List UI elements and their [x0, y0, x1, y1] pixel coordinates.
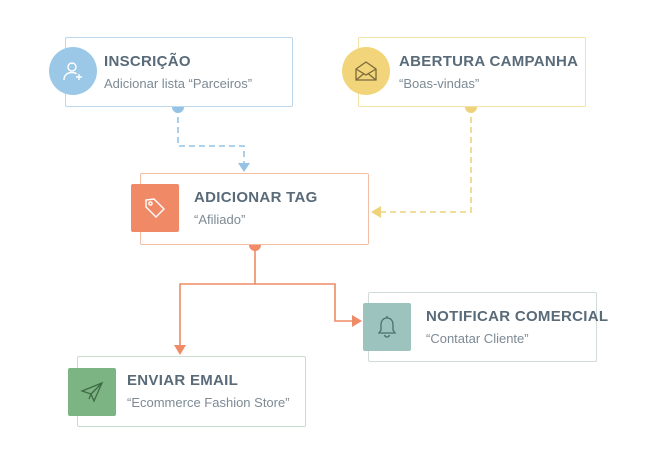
node-subtitle: “Ecommerce Fashion Store” [127, 395, 290, 410]
node-subtitle: Adicionar lista “Parceiros” [104, 76, 253, 91]
paper-plane-icon [68, 368, 116, 416]
node-enviar-email[interactable]: ENVIAR EMAIL “Ecommerce Fashion Store” [68, 356, 306, 427]
connector-tag-to-notificar [255, 283, 352, 322]
connector-arrow-inscricao [238, 163, 250, 172]
tag-icon [131, 184, 179, 232]
node-subtitle: “Contatar Cliente” [426, 331, 529, 346]
envelope-icon [342, 47, 390, 95]
node-title: ABERTURA CAMPANHA [399, 53, 579, 70]
node-subtitle: “Afiliado” [194, 212, 246, 227]
node-title: ENVIAR EMAIL [127, 372, 239, 389]
node-inscricao[interactable]: INSCRIÇÃO Adicionar lista “Parceiros” [49, 37, 293, 107]
node-title: INSCRIÇÃO [104, 53, 191, 70]
bell-icon [363, 303, 411, 351]
connector-arrow-email [174, 345, 186, 355]
connector-inscricao-to-tag [177, 107, 245, 163]
node-abertura-campanha[interactable]: ABERTURA CAMPANHA “Boas-vindas” [342, 37, 586, 107]
connector-arrow-abertura [371, 206, 381, 218]
add-user-icon [49, 47, 97, 95]
connector-abertura-to-tag [381, 107, 472, 213]
node-subtitle: “Boas-vindas” [399, 76, 480, 91]
node-title: ADICIONAR TAG [194, 189, 318, 206]
node-title: NOTIFICAR COMERCIAL [426, 308, 609, 325]
node-notificar-comercial[interactable]: NOTIFICAR COMERCIAL “Contatar Cliente” [363, 292, 608, 362]
node-adicionar-tag[interactable]: ADICIONAR TAG “Afiliado” [131, 173, 369, 245]
connector-tag-to-email [179, 245, 256, 345]
connector-arrow-notificar [352, 315, 362, 327]
